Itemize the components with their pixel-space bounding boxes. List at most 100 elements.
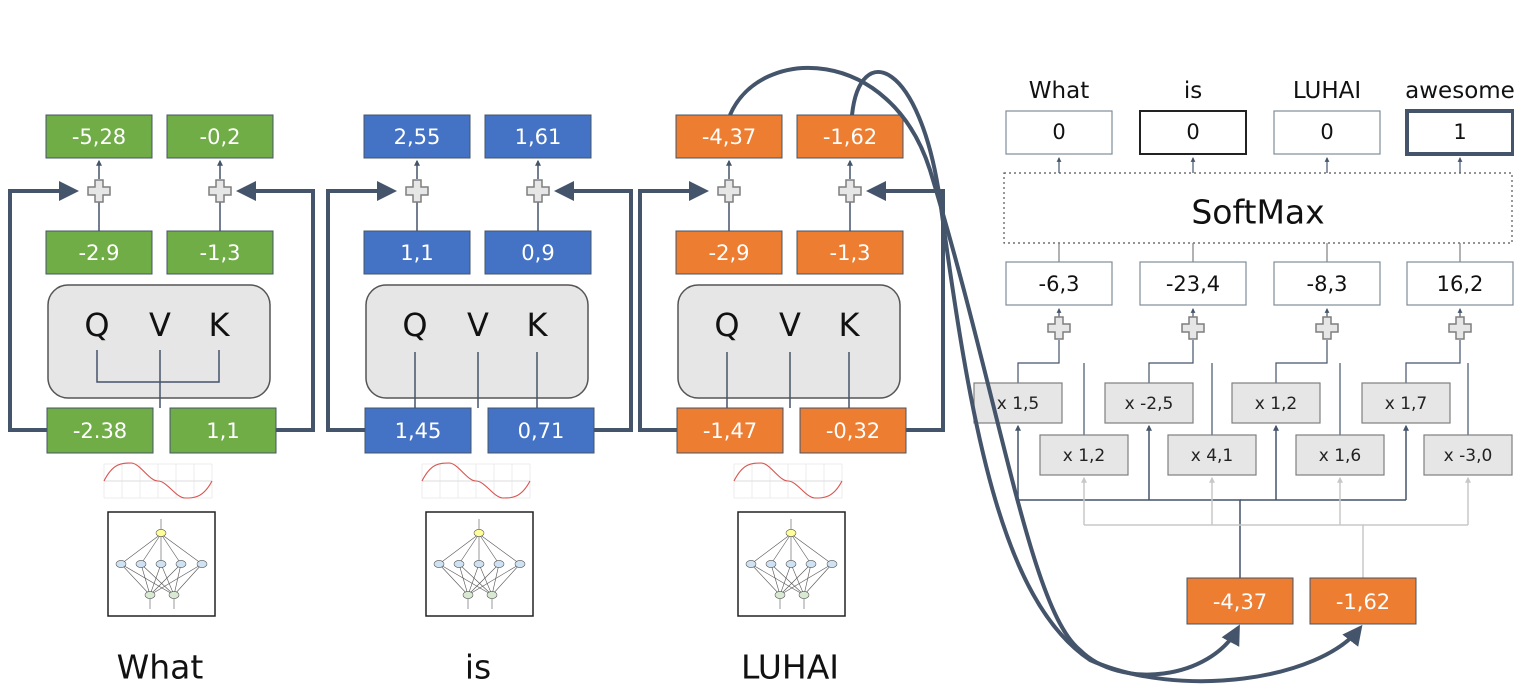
positional-wave-icon xyxy=(421,462,531,499)
mid-value: 0,9 xyxy=(521,241,554,265)
output-value: -4,37 xyxy=(702,125,756,149)
softmax-box xyxy=(1003,172,1513,244)
weight-box xyxy=(1423,434,1513,476)
qvk-letter: K xyxy=(209,306,231,344)
input-box xyxy=(676,407,784,454)
output-box xyxy=(796,114,904,159)
curved-link-arrow xyxy=(850,70,1363,684)
feed-line-dark xyxy=(1018,499,1241,578)
qvk-letter: V xyxy=(467,306,489,344)
weight-value: x -3,0 xyxy=(1444,446,1493,466)
weight-box xyxy=(1231,382,1321,424)
input-value: -2.38 xyxy=(73,419,127,443)
prob-value: 0 xyxy=(1186,120,1199,144)
vocab-word: LUHAI xyxy=(1293,78,1361,104)
weight-box xyxy=(1039,434,1129,476)
weight-value: x 1,7 xyxy=(1385,394,1428,414)
qvk-letter: V xyxy=(149,306,171,344)
logit-value: -6,3 xyxy=(1039,272,1080,296)
mid-value: -1,3 xyxy=(830,241,871,265)
logit-box xyxy=(1406,261,1514,306)
qvk-letter: Q xyxy=(714,306,739,344)
weight-box xyxy=(1167,434,1257,476)
logit-box xyxy=(1273,261,1381,306)
neural-network-icon xyxy=(107,511,216,617)
output-box xyxy=(484,114,592,159)
feed-line-light xyxy=(1084,524,1364,578)
plus-icon xyxy=(1448,316,1472,340)
input-box xyxy=(46,407,154,454)
plus-icon xyxy=(87,179,111,203)
residual-right-line xyxy=(866,181,945,432)
input-box xyxy=(169,407,277,454)
token-word: LUHAI xyxy=(741,648,839,684)
qvk-box xyxy=(677,284,901,399)
plus-icon xyxy=(838,179,862,203)
weight-to-plus-line xyxy=(1017,340,1060,383)
plus-icon xyxy=(208,179,232,203)
token-word: What xyxy=(117,648,204,684)
prob-box xyxy=(1139,110,1247,155)
residual-right-line xyxy=(236,181,315,432)
logit-value: 16,2 xyxy=(1437,272,1484,296)
neural-network-icon xyxy=(425,511,534,617)
weight-box xyxy=(1104,382,1194,424)
prob-value: 0 xyxy=(1320,120,1333,144)
mid-value: -2,9 xyxy=(709,241,750,265)
output-panel: What0is0LUHAI0awesome1SoftMax-6,3-23,4-8… xyxy=(728,65,1514,684)
output-value: -5,28 xyxy=(72,125,126,149)
input-box xyxy=(364,407,472,454)
panel-input-box xyxy=(1309,577,1417,625)
weight-value: x -2,5 xyxy=(1125,394,1174,414)
qvk-box xyxy=(365,284,589,399)
logit-box xyxy=(1139,261,1247,306)
input-value: 1,45 xyxy=(395,419,442,443)
prob-value: 0 xyxy=(1052,120,1065,144)
qvk-box xyxy=(47,284,271,399)
mid-box xyxy=(675,230,783,275)
weight-box xyxy=(1295,434,1385,476)
qvk-letter: K xyxy=(839,306,861,344)
weight-value: x 1,6 xyxy=(1319,446,1362,466)
output-value: -0,2 xyxy=(200,125,241,149)
softmax-label: SoftMax xyxy=(1191,193,1324,232)
input-value: 1,1 xyxy=(206,419,239,443)
qvk-letter: K xyxy=(527,306,549,344)
plus-icon xyxy=(717,179,741,203)
weight-box xyxy=(1361,382,1451,424)
positional-wave-icon xyxy=(103,462,213,499)
vocab-word: is xyxy=(1184,78,1202,104)
output-box xyxy=(363,114,471,159)
weight-value: x 1,2 xyxy=(1255,394,1298,414)
logit-value: -23,4 xyxy=(1166,272,1220,296)
residual-left-line xyxy=(326,181,397,432)
panel-input-value: -4,37 xyxy=(1213,590,1267,614)
mid-value: -2.9 xyxy=(79,241,120,265)
weight-value: x 4,1 xyxy=(1191,446,1234,466)
plus-icon xyxy=(1315,316,1339,340)
qvk-letter: V xyxy=(779,306,801,344)
prob-box xyxy=(1273,110,1381,155)
logit-box xyxy=(1005,261,1113,306)
mid-box xyxy=(484,230,592,275)
positional-wave-icon xyxy=(733,462,843,499)
residual-left-line xyxy=(8,181,79,432)
mid-box xyxy=(363,230,471,275)
plus-icon xyxy=(1181,316,1205,340)
mid-box xyxy=(796,230,904,275)
token-word: is xyxy=(465,648,491,684)
input-value: -1,47 xyxy=(703,419,757,443)
input-value: 0,71 xyxy=(518,419,565,443)
plus-icon xyxy=(405,179,429,203)
plus-icon xyxy=(1047,316,1071,340)
panel-input-value: -1,62 xyxy=(1336,590,1390,614)
weight-to-plus-line xyxy=(1148,340,1194,383)
input-box xyxy=(487,407,595,454)
vocab-word: What xyxy=(1029,78,1089,104)
logit-value: -8,3 xyxy=(1307,272,1348,296)
weight-value: x 1,5 xyxy=(997,394,1040,414)
